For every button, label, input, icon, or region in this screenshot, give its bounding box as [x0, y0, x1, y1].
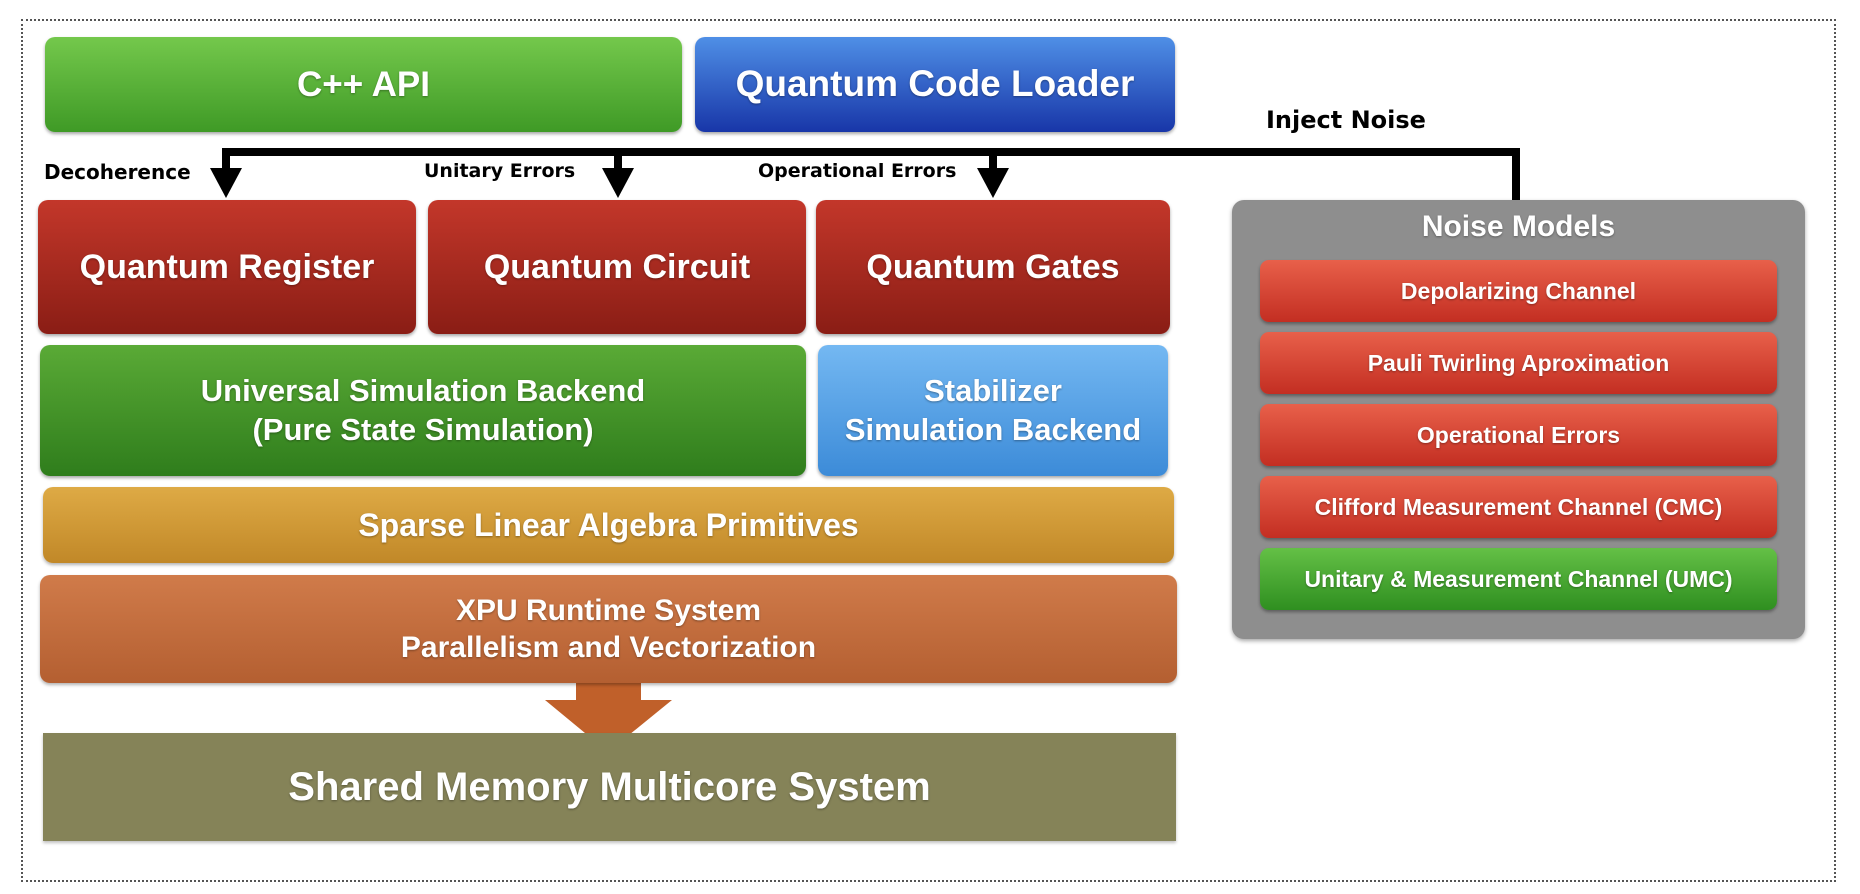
decoherence-label: Decoherence [44, 160, 191, 184]
noise-item-umc: Unitary & Measurement Channel (UMC) [1260, 548, 1777, 610]
noise-models-title: Noise Models [1421, 210, 1616, 243]
xpu-line-2: Parallelism and Vectorization [400, 631, 817, 664]
quantum-circuit-label: Quantum Circuit [483, 247, 751, 286]
quantum-circuit-box: Quantum Circuit [428, 200, 806, 334]
noise-item-label: Unitary & Measurement Channel (UMC) [1304, 565, 1733, 592]
cpp-api-label: C++ API [297, 64, 430, 104]
quantum-register-label: Quantum Register [79, 247, 375, 286]
noise-item-label: Operational Errors [1416, 421, 1621, 448]
shared-memory-box: Shared Memory Multicore System [43, 733, 1176, 841]
noise-item-label: Clifford Measurement Channel (CMC) [1314, 493, 1723, 520]
noise-item-cmc: Clifford Measurement Channel (CMC) [1260, 476, 1777, 538]
unitary-errors-arrowhead [602, 168, 634, 198]
universal-backend-line-2: (Pure State Simulation) [252, 411, 594, 447]
stabilizer-simulation-backend-box: Stabilizer Simulation Backend [818, 345, 1168, 476]
sparse-linear-algebra-label: Sparse Linear Algebra Primitives [358, 507, 859, 543]
noise-item-label: Depolarizing Channel [1400, 277, 1637, 304]
down-arrow-head [545, 700, 672, 752]
noise-item-label: Pauli Twirling Aproximation [1367, 349, 1670, 376]
noise-models-panel: Noise Models Depolarizing Channel Pauli … [1232, 200, 1805, 639]
stabilizer-backend-line-2: Simulation Backend [844, 411, 1142, 447]
quantum-code-loader-box: Quantum Code Loader [695, 37, 1175, 132]
quantum-gates-box: Quantum Gates [816, 200, 1170, 334]
quantum-gates-label: Quantum Gates [866, 247, 1120, 286]
decoherence-arrowhead [210, 168, 242, 198]
shared-memory-label: Shared Memory Multicore System [288, 765, 931, 809]
operational-errors-arrowhead [977, 168, 1009, 198]
diagram-frame [21, 19, 1836, 882]
operational-errors-label: Operational Errors [758, 160, 957, 182]
inject-noise-line [222, 148, 1520, 200]
stabilizer-backend-line-1: Stabilizer [924, 372, 1062, 408]
noise-item-operational-errors: Operational Errors [1260, 404, 1777, 466]
quantum-code-loader-label: Quantum Code Loader [735, 63, 1135, 105]
quantum-register-box: Quantum Register [38, 200, 416, 334]
noise-item-depolarizing: Depolarizing Channel [1260, 260, 1777, 322]
xpu-line-1: XPU Runtime System [455, 593, 762, 627]
cpp-api-box: C++ API [45, 37, 682, 132]
noise-item-pauli-twirling: Pauli Twirling Aproximation [1260, 332, 1777, 394]
xpu-runtime-box: XPU Runtime System Parallelism and Vecto… [40, 575, 1177, 683]
inject-noise-label: Inject Noise [1266, 106, 1426, 134]
universal-backend-line-1: Universal Simulation Backend [200, 372, 646, 408]
sparse-linear-algebra-box: Sparse Linear Algebra Primitives [43, 487, 1174, 563]
unitary-errors-label: Unitary Errors [424, 160, 576, 182]
universal-simulation-backend-box: Universal Simulation Backend (Pure State… [40, 345, 806, 476]
